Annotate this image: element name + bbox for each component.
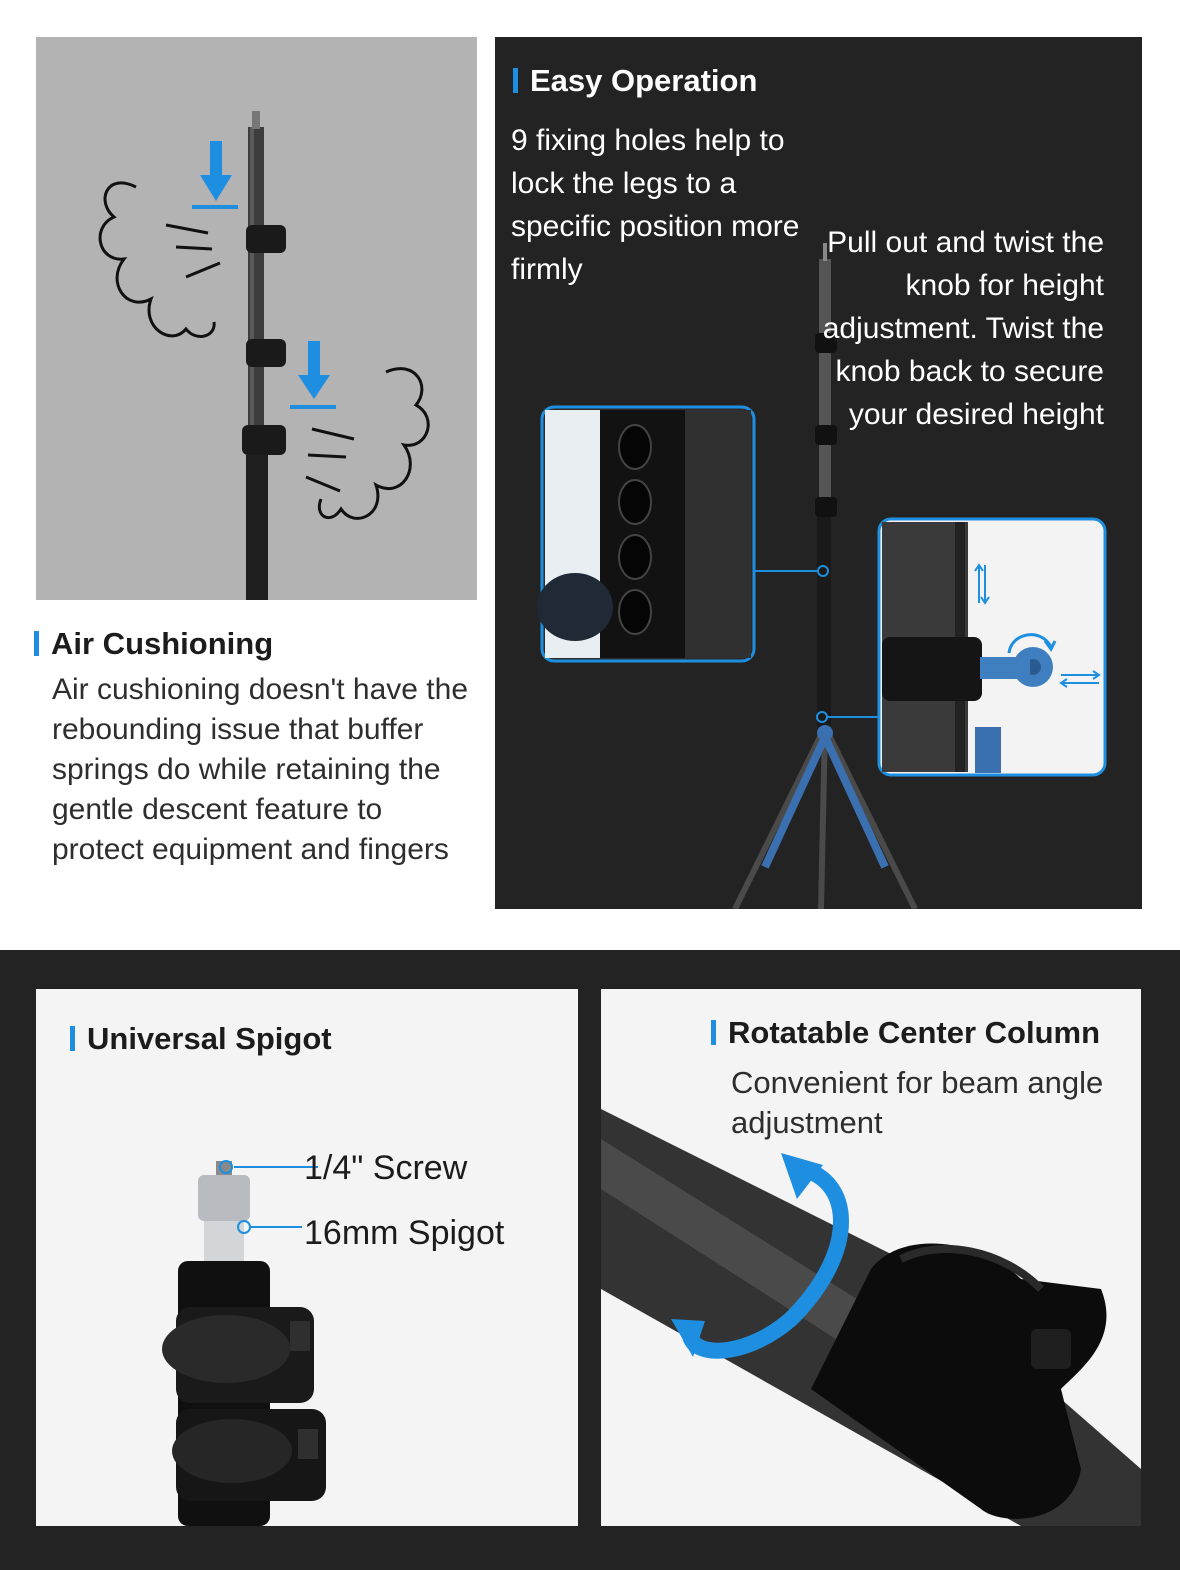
air-puff-icon <box>98 181 221 338</box>
screw-label: 1/4" Screw <box>304 1149 468 1187</box>
easy-operation-title: Easy Operation <box>530 63 758 98</box>
rotate-arrow-icon <box>1007 633 1057 654</box>
universal-spigot-panel: Universal Spigot 1/4" Screw 16mm Spigot <box>36 989 578 1526</box>
accent-bar <box>70 1026 75 1051</box>
accent-bar <box>711 1020 716 1045</box>
air-cushioning-heading: Air Cushioning <box>34 626 273 662</box>
rotatable-column-description: Convenient for beam angle adjustment <box>731 1065 1104 1140</box>
rotatable-column-heading: Rotatable Center Column <box>711 1015 1100 1051</box>
spigot-label: 16mm Spigot <box>304 1214 505 1252</box>
easy-operation-description: 9 fixing holes help to lock the legs to … <box>511 124 800 286</box>
light-stand-illustration <box>537 243 1107 909</box>
air-cushioning-image <box>36 37 477 600</box>
air-puff-icon <box>305 367 430 520</box>
left-right-arrow-icon <box>1059 670 1101 688</box>
rotatable-column-panel: Rotatable Center Column Convenient for b… <box>601 989 1141 1526</box>
air-cushioning-title: Air Cushioning <box>51 626 274 661</box>
center-column-illustration <box>601 1109 1141 1526</box>
rotatable-column-title: Rotatable Center Column <box>728 1015 1101 1050</box>
easy-operation-heading: Easy Operation <box>513 63 757 99</box>
height-knob-detail <box>877 517 1107 777</box>
up-down-arrow-icon <box>974 563 990 605</box>
air-cushioning-description: Air cushioning doesn't have the reboundi… <box>52 673 469 866</box>
knob-instruction: Pull out and twist the knob for height a… <box>822 226 1104 431</box>
down-arrow-icon <box>290 341 336 409</box>
universal-spigot-title: Universal Spigot <box>87 1021 332 1056</box>
accent-bar <box>513 68 518 93</box>
down-arrow-icon <box>192 141 238 209</box>
spigot-illustration <box>162 1160 326 1526</box>
fixing-holes-detail <box>537 405 756 663</box>
rotate-arrow-icon <box>683 1161 849 1359</box>
universal-spigot-heading: Universal Spigot <box>70 1021 332 1057</box>
easy-operation-panel: Easy Operation 9 fixing holes help to lo… <box>495 37 1142 909</box>
accent-bar <box>34 631 39 656</box>
